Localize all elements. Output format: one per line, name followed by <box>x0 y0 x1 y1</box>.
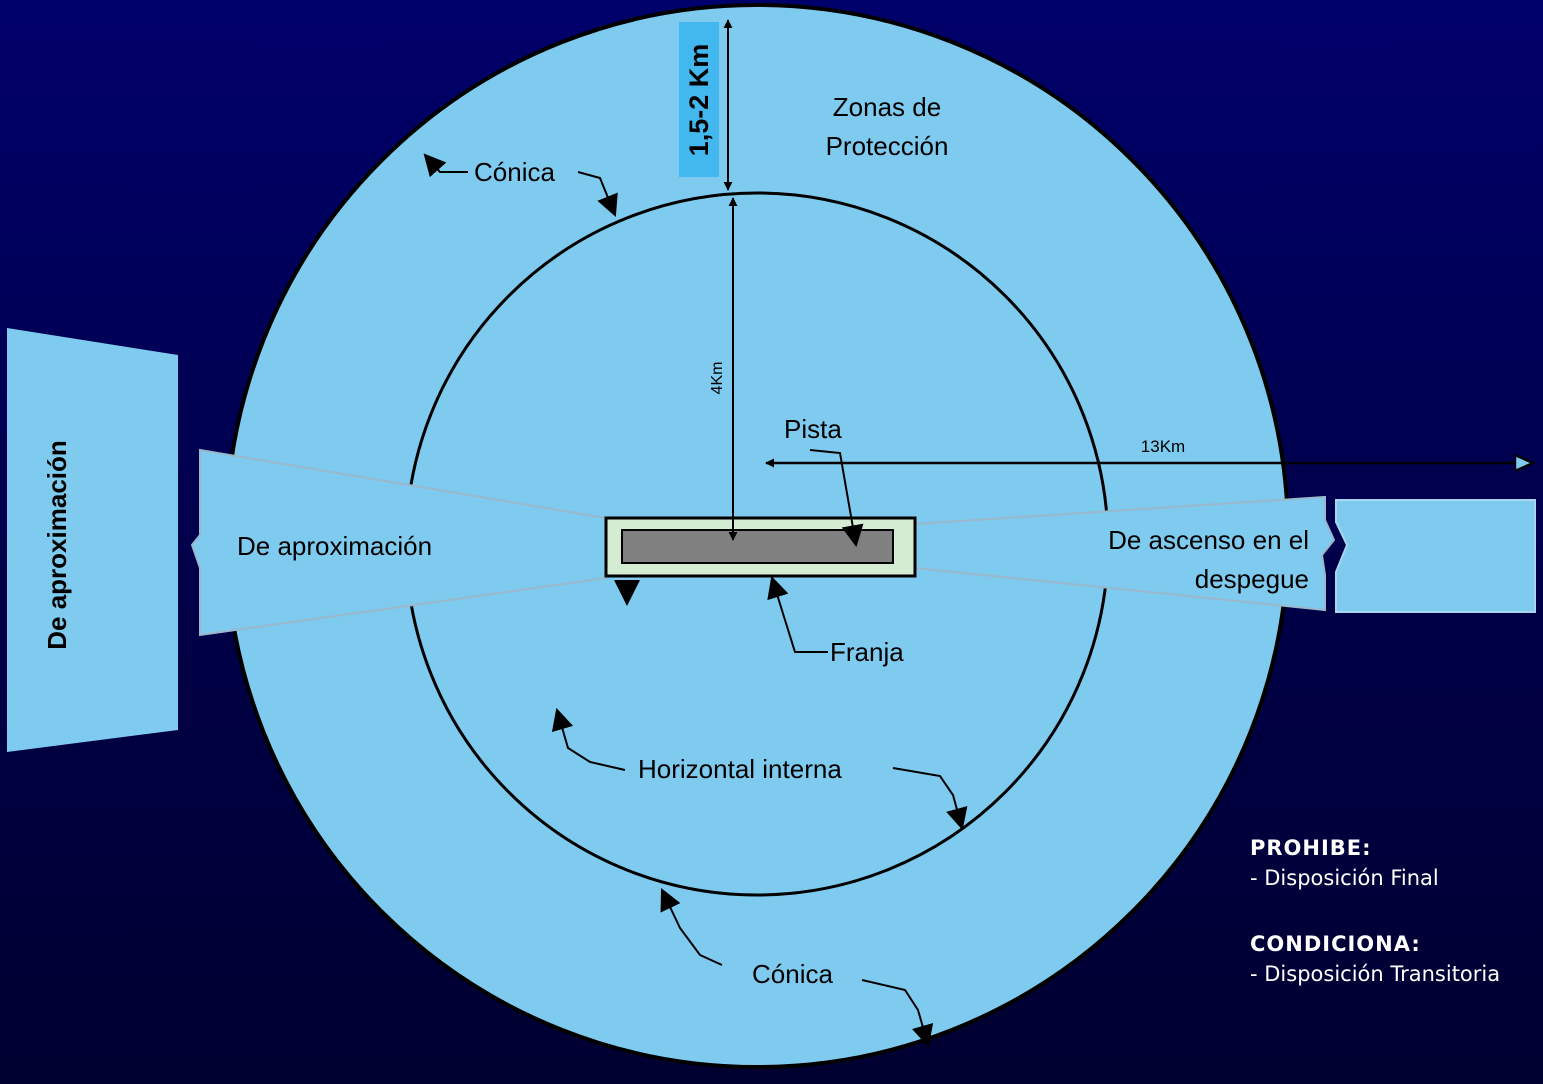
conica-top-label: Cónica <box>474 157 555 187</box>
conica-top-leader-right <box>577 171 618 218</box>
conical-width-highlight <box>679 22 719 177</box>
conical-width-label: 1,5-2 Km <box>684 44 714 157</box>
approach-label: De aproximación <box>237 531 432 561</box>
runway <box>621 529 894 564</box>
horizontal-interna-leader-right <box>892 767 968 831</box>
pista-label: Pista <box>784 414 842 444</box>
prohibe-title: PROHIBE: <box>1250 836 1372 860</box>
title-line-1: Zonas de <box>833 92 941 122</box>
approach-side-panel <box>7 328 178 752</box>
pista-leader <box>809 449 864 548</box>
approach-side-label: De aproximación <box>42 440 72 650</box>
prohibe-item: - Disposición Final <box>1250 866 1439 890</box>
takeoff-length-label: 13Km <box>1141 437 1185 456</box>
restrictions-legend: PROHIBE: - Disposición Final CONDICIONA:… <box>1250 833 1543 989</box>
conica-bottom-leader-right <box>861 979 934 1048</box>
condiciona-item: - Disposición Transitoria <box>1250 962 1501 986</box>
takeoff-label-line-1: De ascenso en el <box>1108 525 1309 555</box>
inner-radius-label: 4Km <box>709 362 726 395</box>
takeoff-label-line-2: despegue <box>1195 564 1309 594</box>
title-line-2: Protección <box>826 131 949 161</box>
horizontal-interna-leader-left <box>551 707 626 771</box>
franja-leader <box>767 575 828 653</box>
condiciona-title: CONDICIONA: <box>1250 932 1421 956</box>
conica-bottom-leader-left <box>660 888 723 966</box>
takeoff-climb-surface <box>914 495 1336 612</box>
takeoff-side-panel <box>1335 499 1536 613</box>
horizontal-interna-label: Horizontal interna <box>638 754 842 784</box>
conica-top-leader-left <box>423 153 468 178</box>
conica-bottom-label: Cónica <box>752 959 833 989</box>
franja-label: Franja <box>830 637 904 667</box>
strip-pointer <box>614 580 640 606</box>
